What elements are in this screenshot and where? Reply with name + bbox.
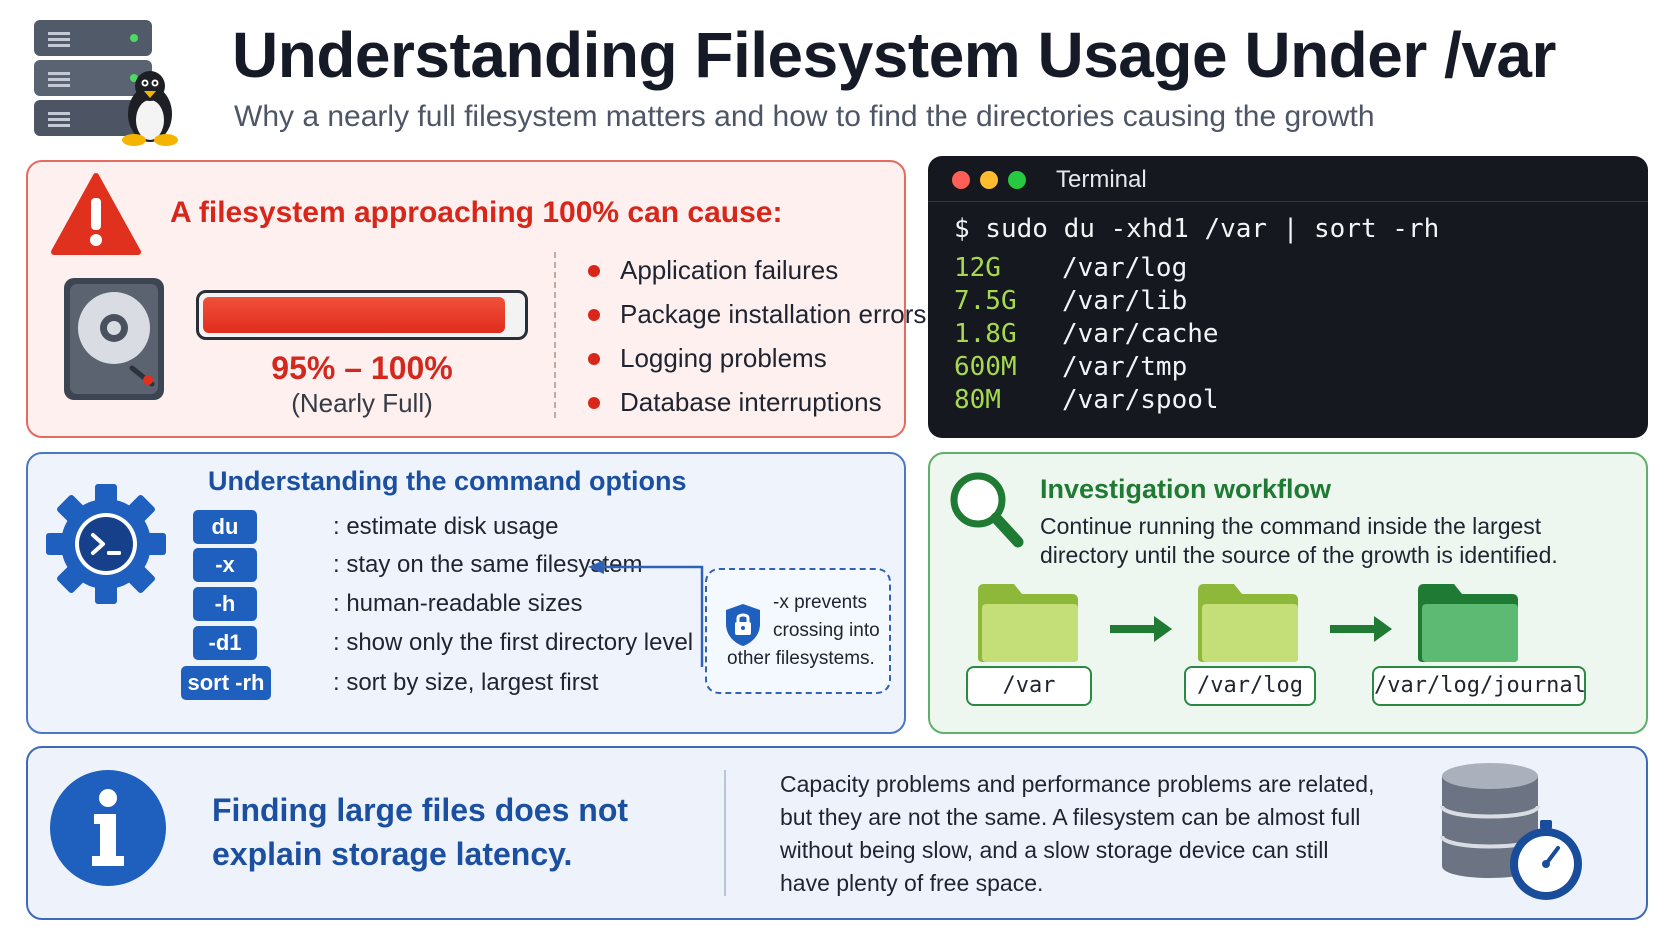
linux-penguin-icon [122, 71, 178, 146]
terminal-gear-icon [44, 482, 168, 611]
terminal-row: 80M/var/spool [954, 384, 1219, 417]
size-value: 1.8G [954, 319, 1017, 349]
path-chip: /var/log/journal [1372, 666, 1586, 706]
usage-progress-bar [196, 290, 528, 340]
terminal-row: 12G/var/log [954, 252, 1219, 285]
path-value: /var/tmp [1062, 352, 1188, 382]
arrow-right-icon [1330, 616, 1392, 642]
option-flag: du [193, 510, 257, 544]
info-icon [48, 768, 168, 893]
info-panel: Finding large files does not explain sto… [26, 746, 1648, 920]
path-value: /var/cache [1062, 319, 1219, 349]
divider [554, 252, 556, 418]
database-gauge-icon [1434, 760, 1594, 915]
usage-label: (Nearly Full) [291, 388, 433, 418]
info-heading: Finding large files does not explain sto… [212, 792, 629, 872]
folder-icon [1194, 582, 1302, 669]
callout-arrow-icon [588, 560, 704, 667]
folder-icon [974, 582, 1082, 669]
size-value: 80M [954, 385, 1001, 415]
size-value: 600M [954, 352, 1017, 382]
workflow-description: Continue running the command inside the … [1040, 513, 1558, 568]
terminal-command: $ sudo du -xhd1 /var | sort -rh [954, 214, 1440, 244]
usage-progress-fill [203, 297, 505, 333]
list-item: Application failures [588, 248, 926, 292]
list-item: Database interruptions [588, 380, 926, 424]
usage-range: 95% – 100% [271, 350, 453, 386]
terminal-title-bar: Terminal [928, 156, 1648, 202]
list-item: Package installation errors [588, 292, 926, 336]
size-value: 12G [954, 253, 1001, 283]
options-panel: Understanding the command options du : e… [26, 452, 906, 734]
options-heading: Understanding the command options [208, 466, 687, 496]
folder-icon [1414, 582, 1522, 669]
option-description: : show only the first directory level [333, 629, 694, 656]
option-flag: -d1 [193, 626, 257, 660]
option-description: : stay on the same filesystem [333, 551, 643, 578]
path-value: /var/spool [1062, 385, 1219, 415]
option-flag: sort -rh [181, 666, 271, 700]
maximize-dot-icon[interactable] [1008, 171, 1026, 189]
option-flag: -h [193, 587, 257, 621]
page-title: Understanding Filesystem Usage Under /va… [232, 19, 1556, 91]
page-subtitle: Why a nearly full filesystem matters and… [234, 100, 1375, 133]
minimize-dot-icon[interactable] [980, 171, 998, 189]
terminal-output: 12G/var/log 7.5G/var/lib 1.8G/var/cache … [954, 252, 1219, 417]
note-box: -x prevents crossing into other filesyst… [705, 568, 891, 694]
path-chip: /var [966, 666, 1092, 706]
path-value: /var/lib [1062, 286, 1188, 316]
path-chip: /var/log [1184, 666, 1316, 706]
option-flag: -x [193, 548, 257, 582]
warning-panel: A filesystem approaching 100% can cause:… [26, 160, 926, 438]
option-description: : sort by size, largest first [333, 669, 599, 696]
warning-icon [50, 172, 142, 263]
divider [724, 770, 726, 896]
lock-shield-icon [723, 602, 763, 653]
option-description: : estimate disk usage [333, 513, 559, 540]
close-dot-icon[interactable] [952, 171, 970, 189]
terminal-row: 7.5G/var/lib [954, 285, 1219, 318]
terminal-window: Terminal $ sudo du -xhd1 /var | sort -rh… [928, 156, 1648, 438]
terminal-row: 600M/var/tmp [954, 351, 1219, 384]
list-item: Logging problems [588, 336, 926, 380]
note-text: crossing into [773, 620, 880, 641]
path-value: /var/log [1062, 253, 1188, 283]
workflow-panel: Investigation workflow Continue running … [928, 452, 1648, 734]
server-icon [20, 14, 200, 154]
hard-disk-icon [62, 276, 166, 407]
size-value: 7.5G [954, 286, 1017, 316]
note-text: -x prevents [773, 592, 867, 613]
note-text: other filesystems. [727, 648, 875, 669]
info-text: Capacity problems and performance proble… [780, 771, 1375, 896]
warning-heading: A filesystem approaching 100% can cause: [170, 196, 783, 229]
workflow-heading: Investigation workflow [1040, 474, 1332, 504]
terminal-row: 1.8G/var/cache [954, 318, 1219, 351]
magnifier-icon [946, 468, 1026, 559]
arrow-right-icon [1110, 616, 1172, 642]
terminal-title: Terminal [1056, 166, 1147, 193]
cause-list: Application failures Package installatio… [588, 248, 926, 424]
option-description: : human-readable sizes [333, 590, 583, 617]
